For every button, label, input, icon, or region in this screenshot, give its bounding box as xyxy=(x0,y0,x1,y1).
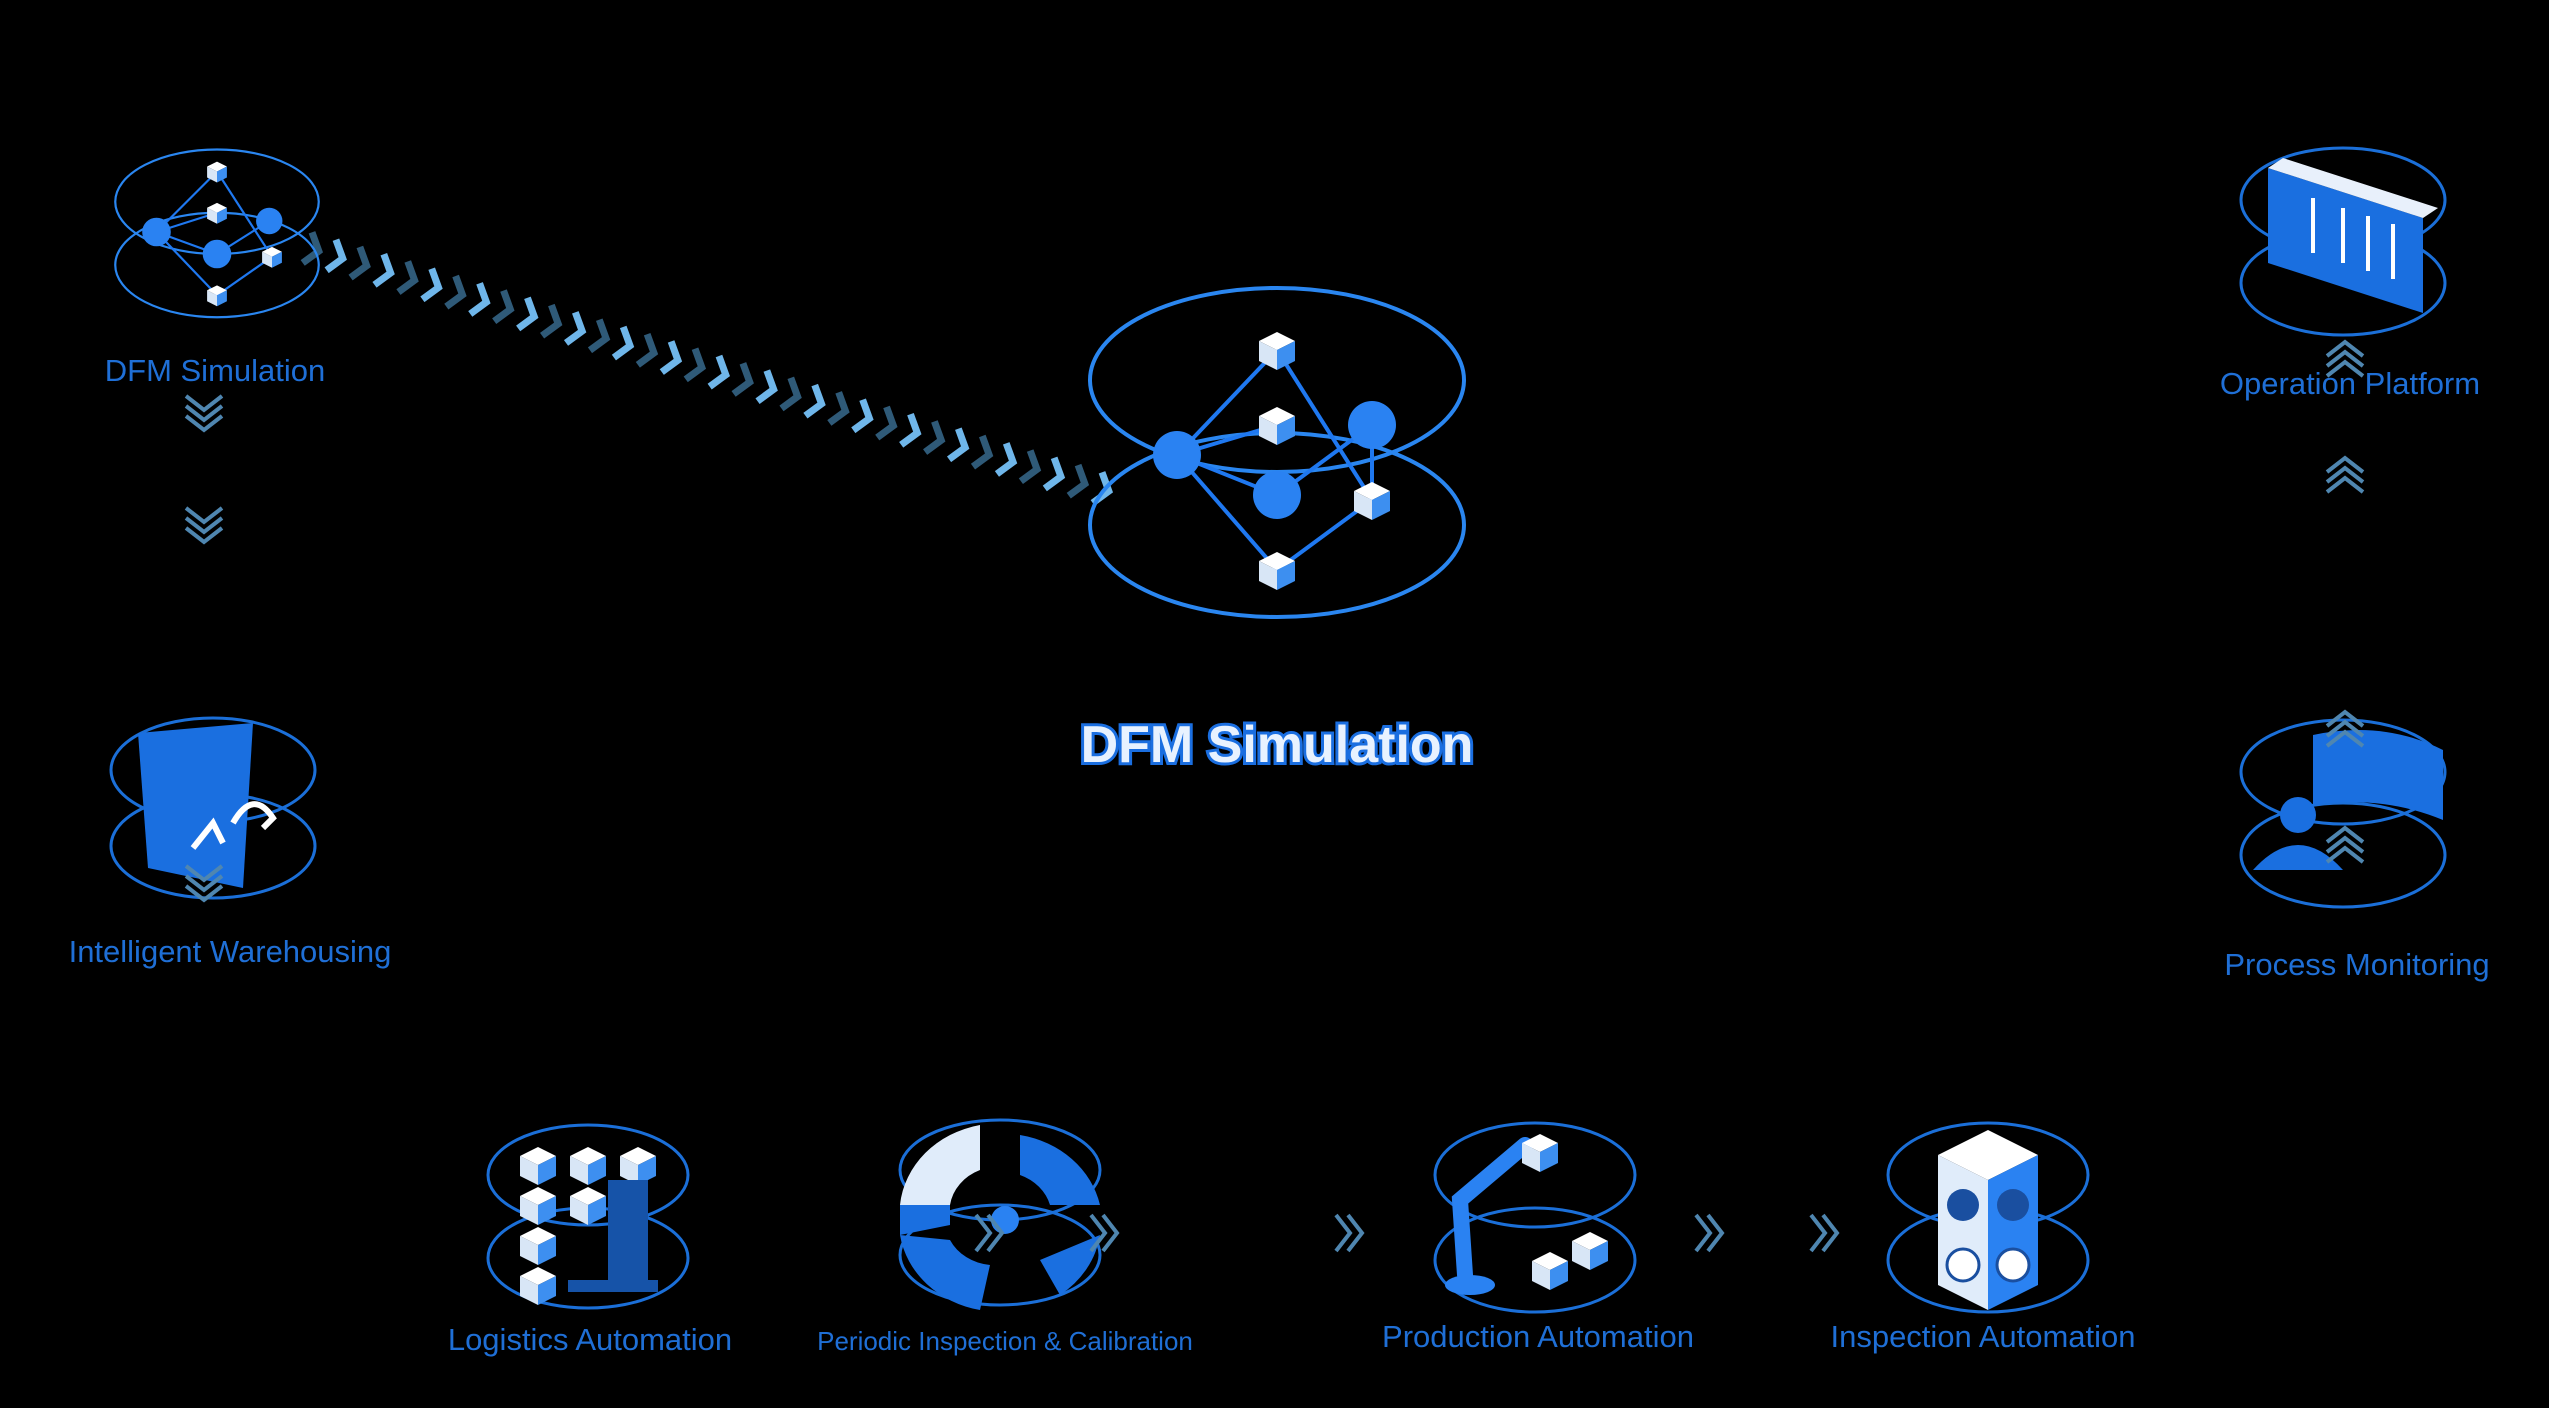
chevron-right-icon xyxy=(1042,456,1066,492)
chevron-right-icon xyxy=(444,274,467,310)
node-label: Process Monitoring xyxy=(2224,947,2489,982)
center-title: DFM Simulation xyxy=(1081,716,1474,774)
chevron-up-icon xyxy=(2325,456,2365,494)
node-label: Logistics Automation xyxy=(448,1322,732,1357)
network-icon xyxy=(1088,286,1466,619)
chevron-right-icon xyxy=(875,405,898,441)
chevron-right-icon xyxy=(635,332,659,368)
node-inspection-automation[interactable]: Inspection Automation xyxy=(1830,1121,2136,1354)
warehouse-icon xyxy=(109,716,317,900)
chevron-right-icon xyxy=(731,362,754,397)
chevron-right-icon xyxy=(827,391,850,426)
control-panel-icon xyxy=(2239,146,2447,337)
chevron-right-icon xyxy=(611,325,635,361)
node-dfm-simulation[interactable]: DFM Simulation xyxy=(105,148,326,389)
robot-arm-icon xyxy=(1433,1121,1637,1314)
node-label: Periodic Inspection & Calibration xyxy=(817,1326,1193,1356)
chevron-right-icon xyxy=(492,289,515,324)
chevron-right-icon xyxy=(755,369,778,404)
chevron-right-icon xyxy=(1334,1213,1364,1253)
chevron-right-icon xyxy=(779,376,802,412)
chevron-right-icon xyxy=(420,267,443,303)
network-icon xyxy=(114,148,320,319)
chevron-right-icon xyxy=(1089,1213,1119,1253)
chevron-right-icon xyxy=(683,347,707,383)
center-dfm-simulation[interactable]: DFM Simulation xyxy=(1078,286,1476,777)
chevron-right-icon xyxy=(516,296,539,332)
chevron-right-icon xyxy=(1809,1213,1839,1253)
node-label: Production Automation xyxy=(1382,1319,1694,1354)
chevron-right-icon xyxy=(851,398,874,434)
chevron-right-icon xyxy=(946,427,970,463)
monitoring-icon xyxy=(2239,718,2447,909)
node-label: DFM Simulation xyxy=(105,353,326,388)
chevron-right-icon xyxy=(300,231,324,266)
chevron-right-icon xyxy=(899,412,922,448)
node-periodic-inspection-calibration[interactable]: Periodic Inspection & Calibration xyxy=(817,1118,1193,1356)
node-operation-platform[interactable]: Operation Platform xyxy=(2220,146,2480,401)
chevron-right-icon xyxy=(707,354,730,390)
forklift-icon xyxy=(486,1123,690,1310)
chevron-right-icon xyxy=(348,245,371,281)
node-process-monitoring[interactable]: Process Monitoring xyxy=(2224,710,2490,982)
chevron-right-icon xyxy=(970,434,994,470)
chevron-right-icon xyxy=(563,311,587,346)
node-intelligent-warehousing[interactable]: Intelligent Warehousing xyxy=(69,716,392,969)
node-logistics-automation[interactable]: Logistics Automation xyxy=(448,1123,732,1357)
chevron-right-icon xyxy=(659,340,683,375)
chevron-right-icon xyxy=(468,282,491,317)
flow-arrow-chain xyxy=(300,231,1114,506)
chevron-up-icon xyxy=(2325,826,2365,864)
chevron-right-icon xyxy=(396,260,419,295)
chevron-right-icon xyxy=(1018,449,1042,484)
chevron-right-icon xyxy=(372,252,395,288)
chevron-right-icon xyxy=(587,318,611,354)
chevron-right-icon xyxy=(923,420,946,455)
node-label: Intelligent Warehousing xyxy=(69,934,392,969)
node-label: Inspection Automation xyxy=(1830,1319,2135,1354)
chevron-down-icon xyxy=(184,394,224,432)
chevron-right-icon xyxy=(803,383,826,419)
inspection-cube-icon xyxy=(1886,1121,2090,1314)
chevron-right-icon xyxy=(1066,463,1090,499)
node-production-automation[interactable]: Production Automation xyxy=(1382,1121,1694,1354)
chevron-right-icon xyxy=(540,303,563,339)
chevron-right-icon xyxy=(1694,1213,1724,1253)
chevron-right-icon xyxy=(994,442,1018,477)
chevron-down-icon xyxy=(184,506,224,544)
calibration-icon xyxy=(898,1118,1102,1310)
chevron-right-icon xyxy=(324,238,347,274)
node-label: Operation Platform xyxy=(2220,366,2480,401)
